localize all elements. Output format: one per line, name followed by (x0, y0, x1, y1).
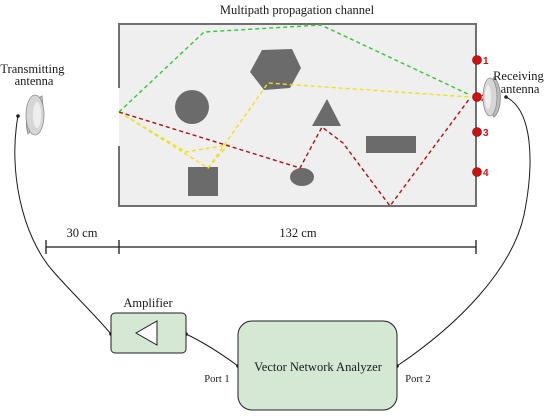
amplifier-box (110, 312, 187, 354)
transmitting-antenna-label: Transmitting antenna (0, 62, 67, 88)
ray-yellow-branch (118, 111, 230, 169)
ray-red (118, 97, 471, 208)
cable-amplifier-vna (185, 333, 239, 367)
cables (14, 96, 531, 367)
amplifier-triangle-icon (134, 320, 158, 346)
receiver-position-marker (472, 167, 482, 177)
obstacles (175, 49, 416, 196)
cable-tx-amplifier (14, 115, 112, 335)
amplifier-label: Amplifier (123, 296, 173, 310)
ray-yellow (118, 82, 471, 169)
obstacle-circle (175, 90, 209, 124)
receiving-antenna-icon (482, 76, 508, 118)
distance-label-room: 132 cm (279, 226, 316, 240)
receiver-position-marker (472, 127, 482, 137)
vna-label: Vector Network Analyzer (254, 360, 383, 374)
distance-label-tx: 30 cm (67, 226, 98, 240)
receiving-antenna-label: Receiving antenna (493, 69, 547, 96)
receiver-position-marker (472, 55, 482, 65)
distance-scale (45, 240, 477, 254)
receiver-position-label: 3 (483, 128, 489, 139)
receiver-position-label: 4 (483, 168, 489, 179)
obstacle-ellipse (290, 168, 314, 186)
obstacle-rectangle (366, 136, 416, 153)
receiver-position-marker (472, 92, 482, 102)
obstacle-square (188, 167, 218, 196)
channel-title: Multipath propagation channel (220, 3, 375, 17)
vna-box (237, 320, 398, 411)
cable-vna-rx (396, 96, 531, 367)
port1-label: Port 1 (204, 374, 229, 385)
obstacle-hexagon (250, 49, 301, 90)
receiver-position-label: 1 (483, 56, 489, 67)
ray-green (118, 24, 471, 113)
propagation-rays (118, 24, 471, 208)
obstacle-triangle (312, 99, 341, 126)
port2-label: Port 2 (405, 374, 430, 385)
transmitting-antenna-icon (16, 94, 45, 136)
